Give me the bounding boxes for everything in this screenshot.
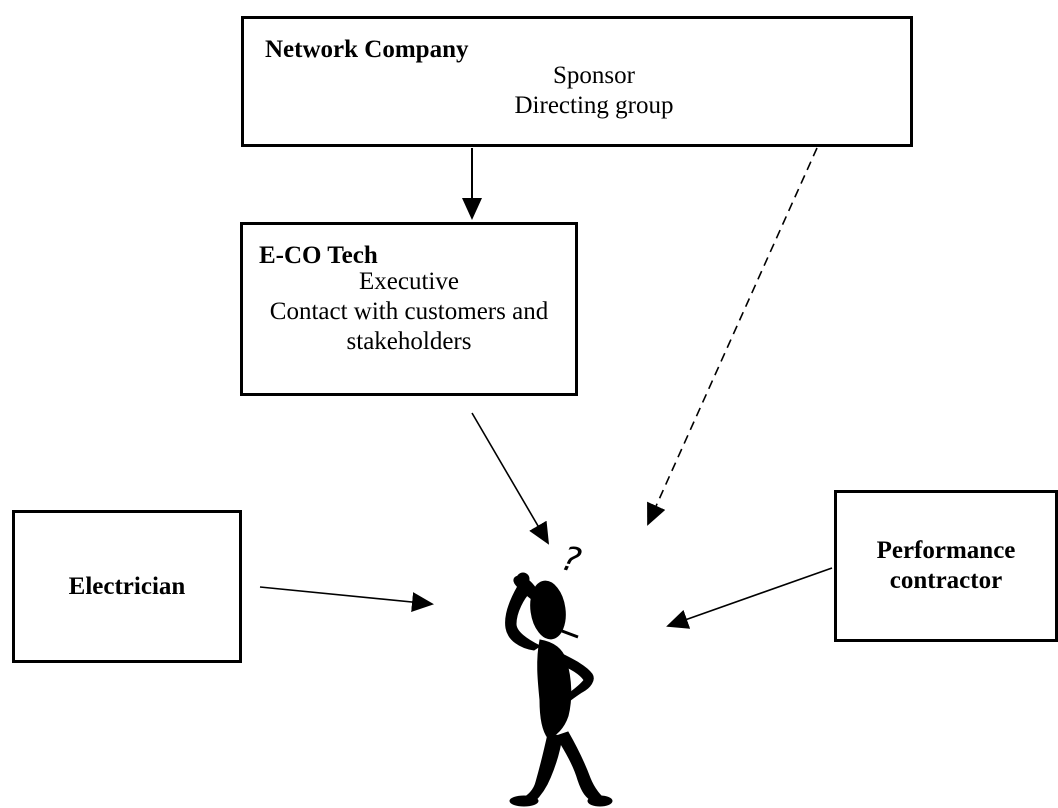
- eco-tech-box: E-CO Tech Executive Contact with custome…: [240, 222, 578, 396]
- confused-person-icon: [505, 572, 613, 807]
- eco-tech-line-stakeholders: stakeholders: [346, 328, 472, 355]
- eco-tech-line-executive: Executive: [359, 268, 459, 295]
- electrician-box: Electrician: [12, 510, 242, 663]
- performance-contractor-title: Performance contractor: [877, 536, 1016, 596]
- edge-ecotech-to-person: [471, 412, 550, 545]
- edge-network-to-person-dashed: [647, 147, 818, 526]
- eco-tech-title: E-CO Tech: [259, 242, 378, 269]
- performance-contractor-title-line2: contractor: [889, 567, 1003, 594]
- network-company-title: Network Company: [265, 36, 469, 63]
- network-company-line-directing-group: Directing group: [514, 92, 674, 119]
- eco-tech-line-contact: Contact with customers and: [269, 298, 549, 325]
- performance-contractor-title-line1: Performance: [876, 537, 1016, 564]
- edge-electrician-to-person: [259, 586, 434, 612]
- network-company-box: Network Company Sponsor Directing group: [241, 16, 913, 147]
- network-company-line-sponsor: Sponsor: [553, 62, 635, 89]
- performance-contractor-box: Performance contractor: [834, 490, 1058, 642]
- electrician-title: Electrician: [68, 572, 186, 600]
- edge-performance-to-person: [666, 567, 833, 629]
